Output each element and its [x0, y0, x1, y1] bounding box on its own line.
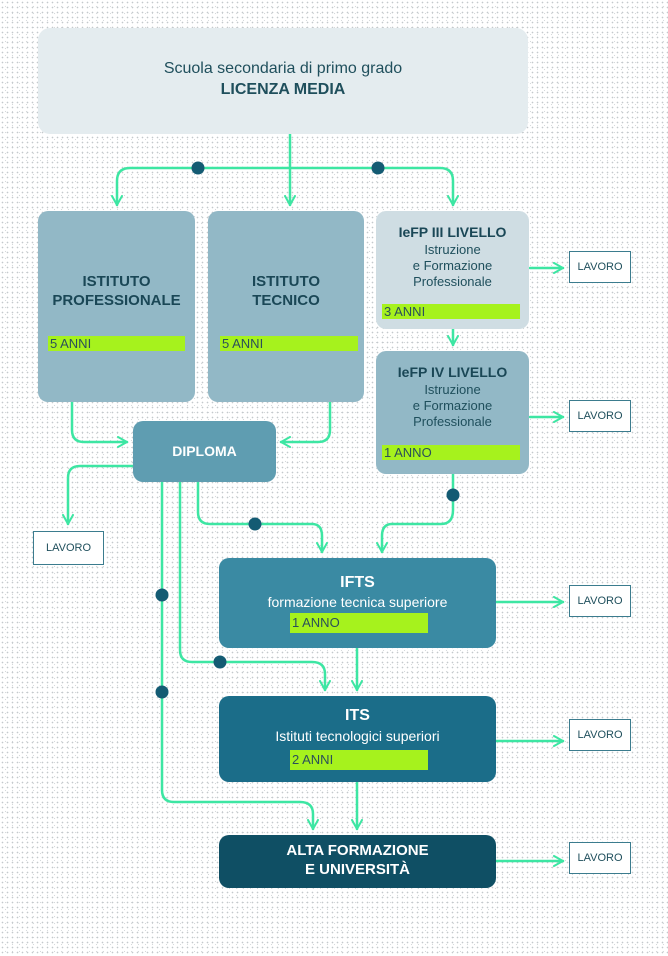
- istituto-tecnico-box: ISTITUTO TECNICO: [208, 211, 364, 402]
- diploma-label: DIPLOMA: [172, 443, 237, 459]
- istituto-professionale-box: ISTITUTO PROFESSIONALE: [38, 211, 195, 402]
- iefp-iii-duration: 3 ANNI: [382, 304, 520, 319]
- lavoro-box-ifts: LAVORO: [569, 585, 631, 617]
- ifts-box: IFTS formazione tecnica superiore: [219, 558, 496, 648]
- alta-formazione-title-1: ALTA FORMAZIONE: [286, 842, 429, 859]
- tecnico-title-1: ISTITUTO: [251, 273, 321, 290]
- iefp-iv-title: IeFP IV LIVELLO: [397, 364, 508, 380]
- iefp-iii-title: IeFP III LIVELLO: [398, 224, 507, 240]
- iefp-iii-sub-1: Istruzione: [424, 242, 481, 257]
- its-subtitle: Istituti tecnologici superiori: [275, 728, 440, 744]
- licenza-media-title: LICENZA MEDIA: [220, 81, 346, 98]
- tecnico-title-2: TECNICO: [252, 292, 320, 309]
- alta-formazione-title-2: E UNIVERSITÀ: [304, 861, 410, 878]
- lavoro-box-iefp-iii: LAVORO: [569, 251, 631, 283]
- licenza-media-box: Scuola secondaria di primo grado LICENZA…: [38, 28, 528, 134]
- iefp-iii-sub-2: e Formazione: [412, 258, 493, 273]
- licenza-media-subtitle: Scuola secondaria di primo grado: [163, 60, 403, 77]
- professionale-title-1: ISTITUTO: [82, 273, 151, 290]
- ifts-title: IFTS: [340, 574, 375, 591]
- iefp-iv-sub-1: Istruzione: [424, 382, 481, 397]
- its-title: ITS: [345, 707, 370, 724]
- lavoro-box-alta: LAVORO: [569, 842, 631, 874]
- diploma-box: DIPLOMA: [133, 421, 276, 482]
- iefp-iv-duration: 1 ANNO: [382, 445, 520, 460]
- lavoro-box-diploma: LAVORO: [33, 531, 104, 565]
- tecnico-duration: 5 ANNI: [220, 336, 358, 351]
- ifts-subtitle: formazione tecnica superiore: [267, 594, 448, 610]
- iefp-iv-sub-2: e Formazione: [412, 398, 493, 413]
- professionale-title-2: PROFESSIONALE: [52, 292, 181, 309]
- iefp-iv-sub-3: Professionale: [413, 414, 492, 429]
- lavoro-box-iefp-iv: LAVORO: [569, 400, 631, 432]
- ifts-duration: 1 ANNO: [290, 613, 428, 633]
- professionale-duration: 5 ANNI: [48, 336, 185, 351]
- lavoro-box-its: LAVORO: [569, 719, 631, 751]
- iefp-iii-sub-3: Professionale: [413, 274, 492, 289]
- its-duration: 2 ANNI: [290, 750, 428, 770]
- alta-formazione-box: ALTA FORMAZIONE E UNIVERSITÀ: [219, 835, 496, 888]
